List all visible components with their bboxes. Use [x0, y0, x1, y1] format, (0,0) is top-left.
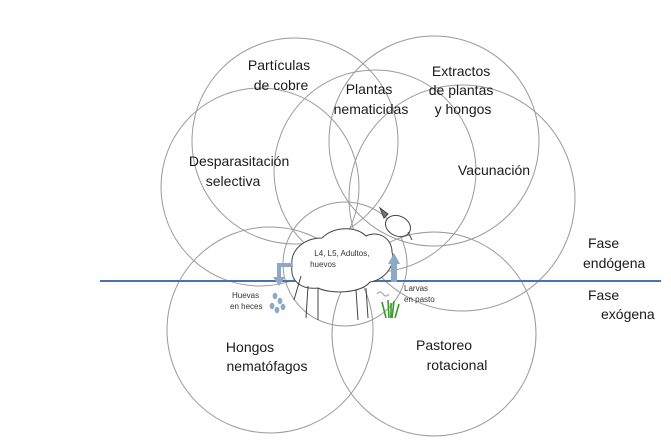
- ingestion-arrowhead-icon: [388, 253, 400, 264]
- grass-icon: [381, 299, 400, 319]
- label-extracts: Extractos de plantas y hongos: [429, 63, 498, 117]
- label-adults: L4, L5, Adultos, huevos: [310, 249, 372, 269]
- sheep-icon: [291, 206, 413, 321]
- label-plants: Plantas nematicidas: [334, 81, 409, 117]
- label-selective: Desparasitación selectiva: [189, 153, 293, 189]
- larva-icon: [376, 291, 390, 297]
- label-vaccination: Vacunación: [458, 162, 530, 178]
- label-fungi: Hongos nematófagos: [226, 339, 308, 374]
- ingestion-arrow-icon: [391, 262, 397, 282]
- label-grazing: Pastoreo rotacional: [416, 337, 487, 373]
- selective-circle: [160, 87, 360, 287]
- fungi-circle: [166, 226, 374, 434]
- excretion-arrowhead-icon: [273, 277, 285, 286]
- vaccination-circle: [348, 84, 576, 312]
- fecal-pellets-icon: [269, 292, 286, 314]
- label-endogenous-phase: Fase endógena: [583, 235, 646, 271]
- extracts-circle: [328, 35, 540, 247]
- label-eggs-in-feces: Huevas en heces: [230, 291, 262, 311]
- label-larvae-on-pasture: Larvas en pasto: [404, 284, 435, 304]
- excretion-arrow-icon: [277, 263, 292, 278]
- grazing-circle: [331, 231, 537, 437]
- label-copper: Partículas de cobre: [248, 57, 314, 93]
- copper-circle: [191, 37, 399, 245]
- label-exogenous-phase: Fase exógena: [588, 287, 655, 322]
